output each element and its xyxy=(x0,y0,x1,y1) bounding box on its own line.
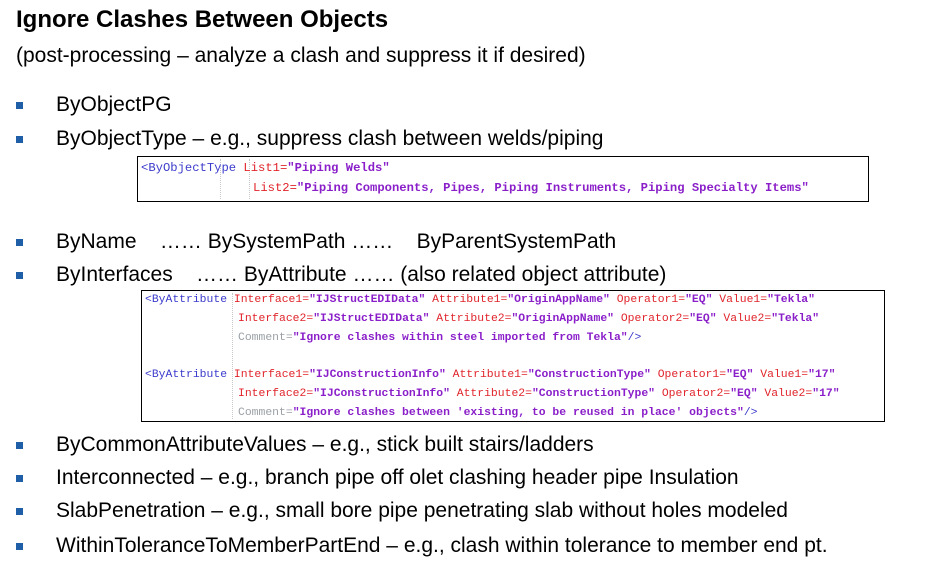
indent-guide xyxy=(232,293,233,419)
code-tag: /> xyxy=(743,407,758,419)
code-attr: Interface2= xyxy=(238,388,314,400)
code-attr: Operator1= xyxy=(609,294,686,306)
code-value: "ConstructionType" xyxy=(531,388,655,400)
code-attr-list: Interface2="IJConstructionInfo" Attribut… xyxy=(238,388,840,400)
code-block-by-attribute: <ByAttribute Interface1="IJStructEDIData… xyxy=(141,290,885,422)
code-attr: Value2= xyxy=(757,388,813,400)
code-value: "Ignore clashes between 'existing, to be… xyxy=(292,407,744,419)
code-value: "EQ" xyxy=(685,294,713,306)
indent-guide xyxy=(249,159,250,199)
code-attr: Comment= xyxy=(238,407,293,419)
code-value: "EQ" xyxy=(689,313,717,325)
code-attr: List2= xyxy=(253,181,297,195)
code-attr-list: Interface2="IJStructEDIData" Attribute2=… xyxy=(238,313,819,325)
bullet-text: ByObjectType – e.g., suppress clash betw… xyxy=(56,127,604,150)
code-tag: <ByAttribute xyxy=(145,369,234,381)
bullet-text: SlabPenetration – e.g., small bore pipe … xyxy=(56,499,788,522)
code-tag: <ByObjectType xyxy=(141,161,244,175)
bullet-square-icon xyxy=(16,442,23,449)
code-value: "IJStructEDIData" xyxy=(313,313,430,325)
bullet-text: Interconnected – e.g., branch pipe off o… xyxy=(56,466,739,489)
code-line: List2="Piping Components, Pipes, Piping … xyxy=(253,181,809,195)
code-value: "17" xyxy=(812,388,840,400)
code-value: "Tekla" xyxy=(767,294,815,306)
code-tag: <ByAttribute xyxy=(145,294,234,306)
code-value: "Piping Welds" xyxy=(287,161,390,175)
bullet-square-icon xyxy=(16,475,23,482)
code-attr: Interface1= xyxy=(233,294,310,306)
code-line: <ByObjectType List1="Piping Welds" xyxy=(141,161,390,175)
code-line: Interface2="IJStructEDIData" Attribute2=… xyxy=(238,313,819,325)
code-value: "OriginAppName" xyxy=(511,313,614,325)
code-line: <ByAttribute Interface1="IJStructEDIData… xyxy=(145,294,815,306)
code-value: "EQ" xyxy=(730,388,758,400)
code-attr: Operator2= xyxy=(614,313,690,325)
code-attr-list: Interface1="IJStructEDIData" Attribute1=… xyxy=(234,294,815,306)
code-attr-list: Interface1="IJConstructionInfo" Attribut… xyxy=(234,369,836,381)
slide-subtitle: (post-processing – analyze a clash and s… xyxy=(16,44,586,67)
indent-guide xyxy=(220,159,221,199)
code-attr: Attribute2= xyxy=(429,313,512,325)
code-attr: Comment= xyxy=(238,332,293,344)
code-value: "EQ" xyxy=(726,369,754,381)
code-value: "IJConstructionInfo" xyxy=(309,369,446,381)
slide-title: Ignore Clashes Between Objects xyxy=(16,6,389,33)
code-block-by-object-type: <ByObjectType List1="Piping Welds" List2… xyxy=(137,156,869,202)
bullet-text: ByInterfaces …… ByAttribute …… (also rel… xyxy=(56,263,667,286)
code-attr: Value1= xyxy=(753,369,809,381)
code-attr: Operator1= xyxy=(650,369,727,381)
bullet-square-icon xyxy=(16,272,23,279)
code-attr: Value1= xyxy=(712,294,768,306)
code-line: Comment="Ignore clashes within steel imp… xyxy=(238,332,641,344)
code-attr: Operator2= xyxy=(655,388,731,400)
code-value: "IJStructEDIData" xyxy=(309,294,426,306)
code-value: "Ignore clashes within steel imported fr… xyxy=(292,332,628,344)
bullet-square-icon xyxy=(16,239,23,246)
bullet-text: ByName …… BySystemPath …… ByParentSystem… xyxy=(56,230,617,253)
code-line: <ByAttribute Interface1="IJConstructionI… xyxy=(145,369,835,381)
bullet-square-icon xyxy=(16,136,23,143)
code-attr: Attribute2= xyxy=(449,388,532,400)
bullet-square-icon xyxy=(16,102,23,109)
code-attr: Attribute1= xyxy=(445,369,528,381)
code-attr: Value2= xyxy=(716,313,772,325)
bullet-square-icon xyxy=(16,508,23,515)
bullet-text: ByCommonAttributeValues – e.g., stick bu… xyxy=(56,433,594,456)
code-line: Interface2="IJConstructionInfo" Attribut… xyxy=(238,388,840,400)
code-value: "OriginAppName" xyxy=(507,294,610,306)
bullet-text: ByObjectPG xyxy=(56,93,172,116)
code-attr: Interface2= xyxy=(238,313,314,325)
code-attr: Interface1= xyxy=(233,369,310,381)
code-value: "17" xyxy=(808,369,836,381)
code-attr: Attribute1= xyxy=(425,294,508,306)
code-value: "Piping Components, Pipes, Piping Instru… xyxy=(296,181,809,195)
code-value: "IJConstructionInfo" xyxy=(313,388,450,400)
code-value: "Tekla" xyxy=(771,313,820,325)
code-line: Comment="Ignore clashes between 'existin… xyxy=(238,407,758,419)
code-value: "ConstructionType" xyxy=(527,369,651,381)
code-attr: List1= xyxy=(243,161,288,175)
bullet-square-icon xyxy=(16,543,23,550)
bullet-text: WithinToleranceToMemberPartEnd – e.g., c… xyxy=(56,534,828,557)
code-tag: /> xyxy=(627,332,642,344)
